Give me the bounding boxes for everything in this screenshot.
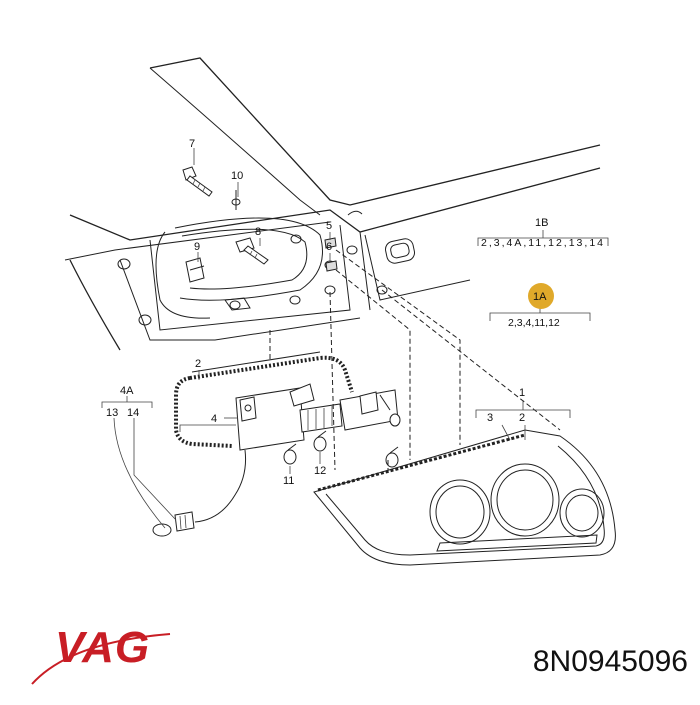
gasket-2 [174,351,354,448]
callout-1b: 1B [535,217,548,229]
callout-labels: 7 10 8 9 5 6 2 4 4A 13 14 12 11 1 3 2 1B… [106,138,603,487]
callout-9: 9 [194,241,200,253]
callout-4a: 4A [120,385,134,397]
part-number: 8N0945096 [532,645,688,678]
group-brackets [101,230,609,418]
callout-4: 4 [211,413,217,425]
taillight-assembly-1 [313,429,616,566]
nut-5 [324,237,337,249]
callout-2-right: 2 [519,412,525,424]
callout-6: 6 [326,241,332,253]
callout-3: 3 [487,412,493,424]
callout-1a: 1A [533,291,547,303]
callout-14: 14 [127,407,139,419]
callout-7: 7 [189,138,195,150]
callout-10: 10 [231,170,243,182]
bulb-holder-8 [235,237,269,265]
highlight-marker-1a [528,283,554,309]
callout-13: 13 [106,407,118,419]
callout-1: 1 [519,387,525,399]
screw-7 [182,166,241,210]
bulb-11 [283,443,297,465]
nut-6 [325,260,338,272]
bulb-carrier-4 [179,383,399,451]
car-body-outline [64,57,601,351]
cable-harness [152,449,246,537]
leader-lines [113,148,526,529]
clip-9 [185,257,205,283]
bulb-12 [313,430,327,452]
callout-12: 12 [314,465,326,477]
callout-8: 8 [255,226,261,238]
group-1a-contents: 2,3,4,11,12 [508,317,560,329]
callout-5: 5 [326,220,332,232]
vag-logo-text: VAG [55,623,151,672]
bulb-right [385,446,399,468]
callout-11: 11 [283,475,294,487]
vag-logo-swoosh [31,633,171,685]
group-1b-contents: 2,3,4A,11,12,13,14 [481,237,603,249]
bulb-left-side [389,413,401,427]
assembly-guide-lines [269,249,561,471]
callout-2-top: 2 [195,358,201,370]
